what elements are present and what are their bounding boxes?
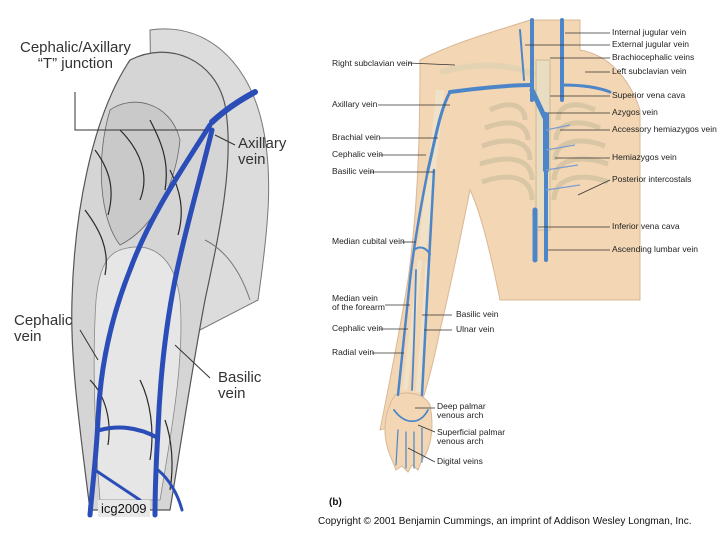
- label-accessory-hemiazygos-vein: Accessory hemiazygos vein: [612, 124, 717, 134]
- cephalic-vein-path: [396, 168, 430, 397]
- median-cubital-path: [98, 425, 160, 440]
- label-internal-jugular-vein: Internal jugular vein: [612, 27, 687, 37]
- arm-vein-drawing: [71, 28, 270, 518]
- humerus: [418, 89, 444, 251]
- label-cephalic-vein-upper: Cephalic vein: [332, 149, 384, 159]
- palmar-arch-path: [393, 409, 429, 423]
- label-axillary-vein: Axillary vein: [332, 99, 378, 109]
- label-ulnar-vein: Ulnar vein: [456, 324, 495, 334]
- label-azygos-vein: Azygos vein: [612, 107, 658, 117]
- right-subclavian-path: [448, 83, 534, 94]
- label-radial-vein: Radial vein: [332, 347, 375, 357]
- label-inferior-vena-cava: Inferior vena cava: [612, 221, 680, 231]
- axillary-vein-path: [209, 89, 258, 125]
- label-right-subclavian-vein: Right subclavian vein: [332, 58, 413, 68]
- copyright-credit: Copyright © 2001 Benjamin Cummings, an i…: [318, 516, 692, 527]
- label-basilic-vein-lower: Basilic vein: [456, 309, 499, 319]
- venous-system-drawing: [370, 18, 641, 473]
- panel-letter: (b): [329, 497, 342, 508]
- basilic-vein-path: [420, 168, 436, 397]
- label-cephalic-axillary-junction: Cephalic/Axillary“T” junction: [20, 39, 131, 72]
- label-hemiazygos-vein: Hemiazygos vein: [612, 152, 677, 162]
- superficial-branches: [84, 119, 182, 491]
- leader-lines: [74, 92, 236, 379]
- hand: [384, 392, 433, 473]
- label-left-subclavian-vein: Left subclavian vein: [612, 66, 687, 76]
- label-superior-vena-cava: Superior vena cava: [612, 90, 686, 100]
- label-digital-veins: Digital veins: [437, 456, 483, 466]
- main-veins: [87, 89, 258, 518]
- label-cephalic-vein-lower: Cephalic vein: [332, 323, 384, 333]
- veins: [393, 18, 612, 469]
- label-basilic-vein-upper: Basilic vein: [332, 166, 375, 176]
- right-arm-torso-illustration: Right subclavian vein Axillary vein Brac…: [310, 0, 720, 540]
- median-cubital-path: [413, 246, 431, 255]
- ribcage: [479, 102, 609, 201]
- leader-lines-left: [370, 62, 456, 354]
- intercostal-veins: [545, 124, 581, 191]
- radius: [402, 259, 423, 391]
- clavicle: [439, 62, 537, 78]
- left-subclavian-path: [560, 83, 612, 94]
- tendon-line: [204, 239, 251, 301]
- median-forearm-path: [411, 269, 417, 391]
- basilic-vein-path: [152, 127, 215, 518]
- artist-signature: icg2009: [98, 500, 150, 517]
- label-median-cubital-vein: Median cubital vein: [332, 236, 405, 246]
- label-ascending-lumbar-vein: Ascending lumbar vein: [612, 244, 698, 254]
- label-brachiocephalic-veins: Brachiocephalic veins: [612, 52, 695, 62]
- external-jugular-vein-path: [519, 29, 525, 81]
- label-posterior-intercostals: Posterior intercostals: [612, 174, 692, 184]
- leader-lines-right: [407, 32, 611, 463]
- label-external-jugular-vein: External jugular vein: [612, 39, 690, 49]
- cephalic-vein-path: [87, 122, 213, 518]
- label-brachial-vein: Brachial vein: [332, 132, 381, 142]
- axillary-vein-path: [426, 90, 452, 172]
